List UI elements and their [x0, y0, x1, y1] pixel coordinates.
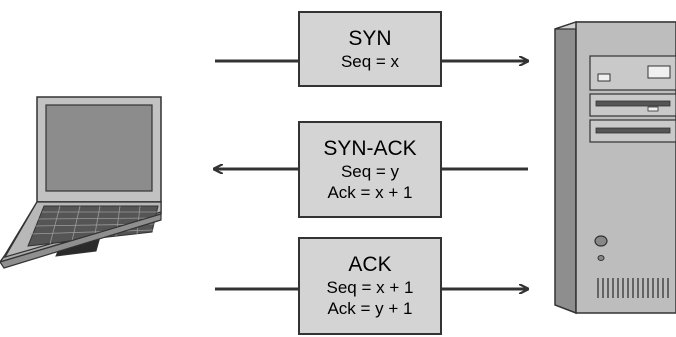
server-tower-icon — [554, 20, 676, 315]
syn-ack-title: SYN-ACK — [323, 136, 417, 160]
syn-title: SYN — [348, 26, 392, 50]
ack-message-box: ACK Seq = x + 1 Ack = y + 1 — [298, 237, 442, 335]
syn-seq-line: Seq = x — [340, 51, 400, 71]
ack-title: ACK — [348, 253, 392, 276]
syn-ack-ack-line: Ack = x + 1 — [327, 182, 413, 202]
laptop-icon — [0, 96, 162, 269]
ack-ack-line: Ack = y + 1 — [327, 299, 413, 318]
syn-message-box: SYN Seq = x — [298, 11, 442, 87]
ack-seq-line: Seq = x + 1 — [326, 278, 414, 297]
syn-ack-seq-line: Seq = y — [340, 161, 400, 181]
syn-ack-message-box: SYN-ACK Seq = y Ack = x + 1 — [298, 121, 442, 218]
